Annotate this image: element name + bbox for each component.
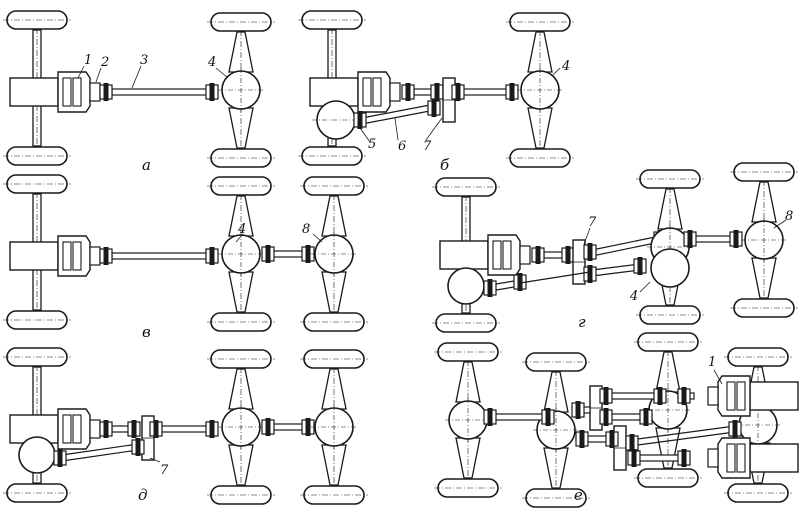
label-1: 1 (708, 355, 716, 370)
panel-v: 4 8 в (3, 175, 368, 341)
label-3: 3 (140, 53, 148, 68)
front-differential (447, 267, 485, 305)
label-4: 4 (629, 289, 638, 304)
label-4: 4 (237, 222, 246, 237)
panel-g: 7 8 4 г (432, 163, 798, 332)
label-6: 6 (398, 139, 406, 154)
leader-d (149, 457, 161, 463)
label-8: 8 (785, 209, 793, 224)
caption-e: е (574, 486, 583, 504)
caption-g: г (578, 313, 586, 331)
label-4: 4 (207, 55, 216, 70)
leader-e (713, 369, 723, 385)
panel-d: 7 д (3, 348, 368, 504)
caption-v: в (142, 323, 151, 341)
leaders-g (583, 219, 787, 293)
caption-b: б (440, 156, 450, 174)
front-differential (18, 436, 56, 474)
leaders-v (235, 233, 323, 243)
label-7: 7 (423, 139, 432, 154)
label-7: 7 (588, 215, 597, 230)
label-2: 2 (100, 55, 109, 70)
middle-differential (650, 248, 690, 288)
label-8: 8 (302, 222, 310, 237)
panel-e: 1 е (434, 333, 799, 507)
label-7: 7 (160, 463, 169, 478)
label-4: 4 (561, 59, 570, 74)
panel-a: 1 2 3 4 а (3, 11, 275, 174)
label-5: 5 (368, 137, 376, 152)
panel-b: 4 5 6 7 б (298, 11, 574, 174)
leaders-a (77, 65, 229, 89)
caption-a: а (142, 156, 151, 174)
label-1: 1 (84, 53, 92, 68)
caption-d: д (138, 486, 148, 504)
leaders-b (359, 67, 561, 143)
